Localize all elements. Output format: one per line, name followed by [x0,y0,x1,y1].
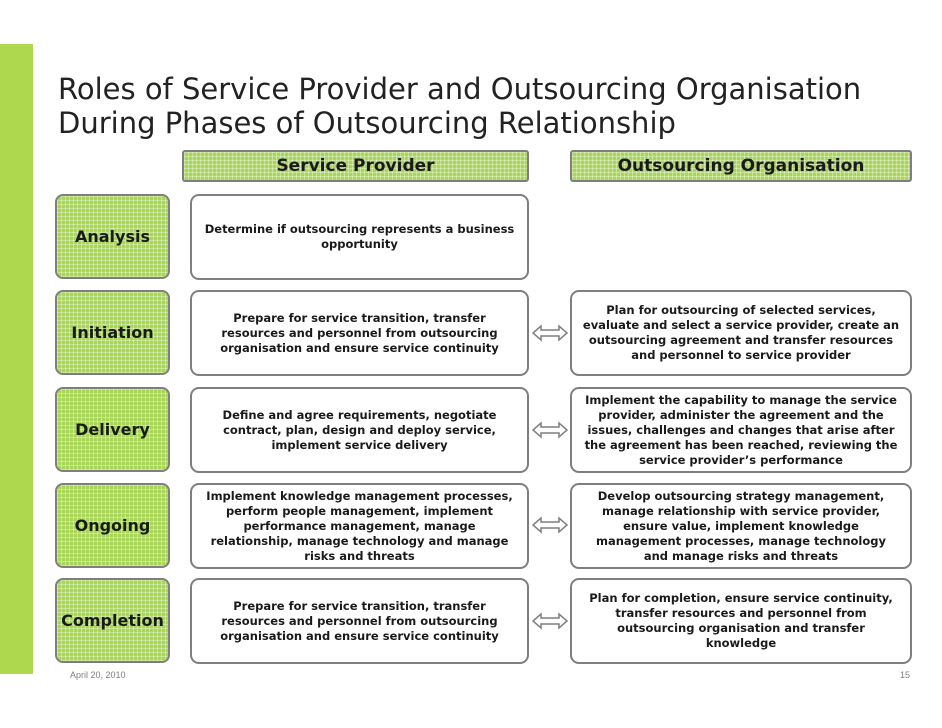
outsourcing-box-initiation: Plan for outsourcing of selected service… [570,290,912,376]
outsourcing-box-analysis [570,194,912,280]
service-provider-box-initiation: Prepare for service transition, transfer… [190,290,529,376]
outsourcing-box-ongoing: Develop outsourcing strategy management,… [570,483,912,569]
phase-analysis: Analysis [55,194,170,279]
service-provider-box-ongoing: Implement knowledge management processes… [190,483,529,569]
title-line-2: During Phases of Outsourcing Relationshi… [58,106,676,140]
phase-delivery: Delivery [55,387,170,472]
header-outsourcing-organisation: Outsourcing Organisation [570,150,912,182]
header-service-provider: Service Provider [182,150,529,182]
footer-date: April 20, 2010 [70,670,126,680]
double-arrow-icon [531,516,569,534]
service-provider-box-completion: Prepare for service transition, transfer… [190,578,529,664]
outsourcing-box-completion: Plan for completion, ensure service cont… [570,578,912,664]
double-arrow-icon [531,421,569,439]
service-provider-box-delivery: Define and agree requirements, negotiate… [190,387,529,473]
outsourcing-box-delivery: Implement the capability to manage the s… [570,387,912,473]
accent-bar [0,44,33,674]
slide-title: Roles of Service Provider and Outsourcin… [58,72,918,140]
phase-completion: Completion [55,578,170,663]
service-provider-box-analysis: Determine if outsourcing represents a bu… [190,194,529,280]
phase-ongoing: Ongoing [55,483,170,568]
phase-initiation: Initiation [55,290,170,375]
double-arrow-icon [531,612,569,630]
double-arrow-icon [531,324,569,342]
title-line-1: Roles of Service Provider and Outsourcin… [58,72,862,106]
footer-page-number: 15 [899,670,910,680]
